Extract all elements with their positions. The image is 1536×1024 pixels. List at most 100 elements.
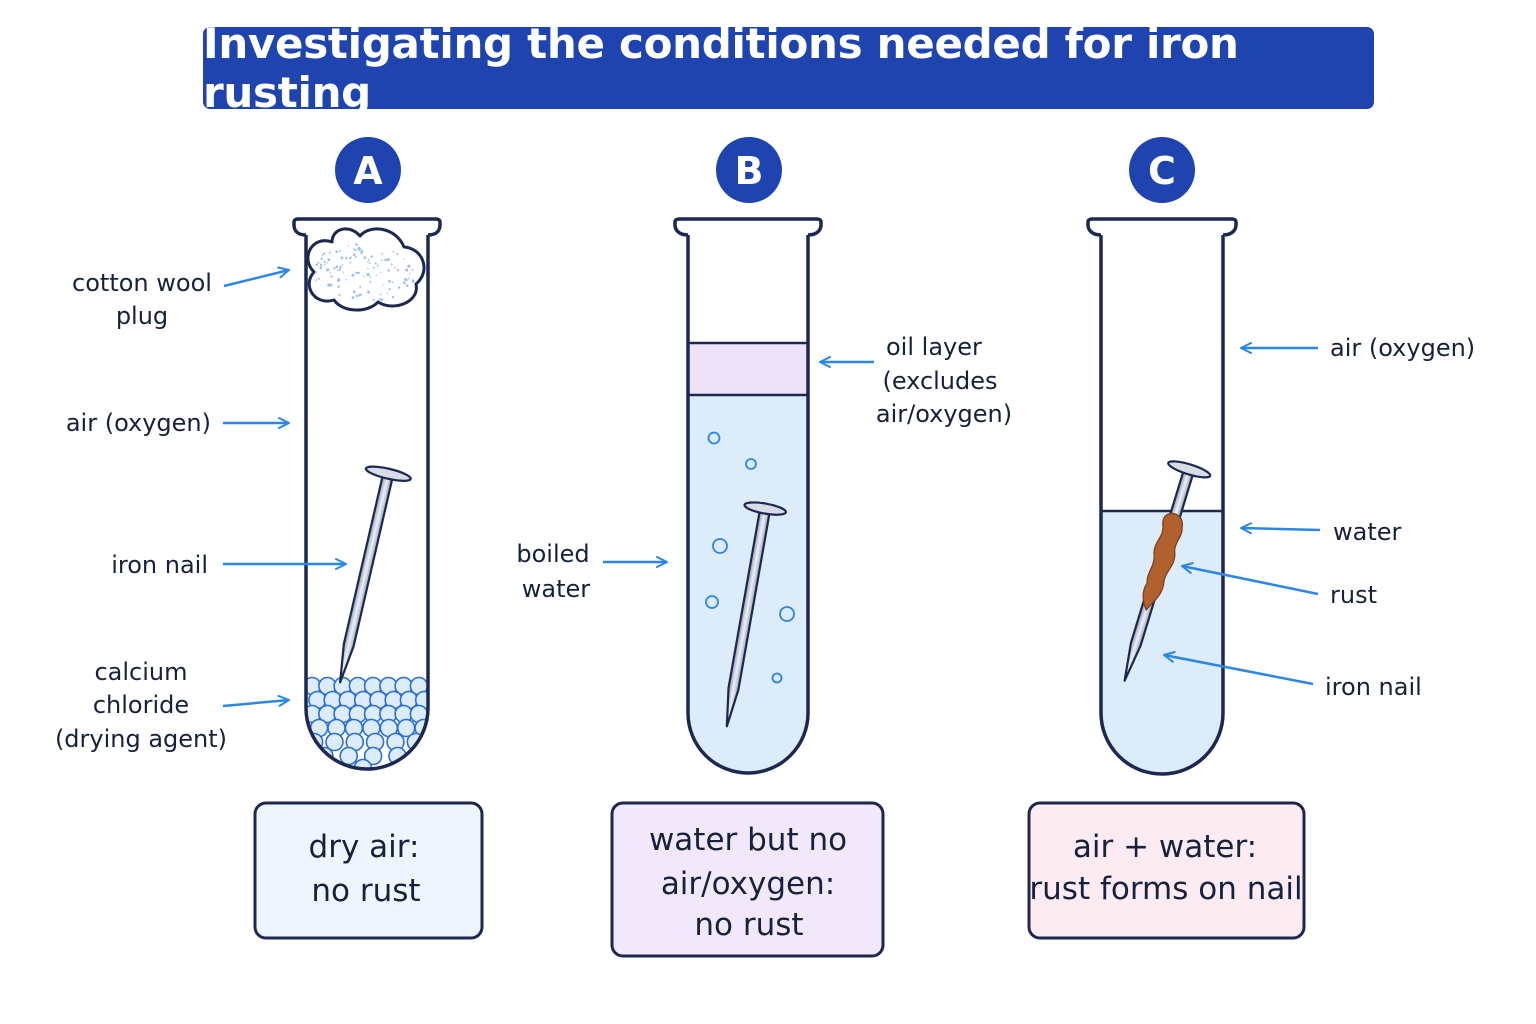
label-boiled-water-line2: water (522, 575, 591, 603)
label-water-c: water (1333, 518, 1402, 546)
bead (363, 746, 383, 766)
label-calcium-line3: (drying agent) (55, 725, 227, 753)
cotton-dot (403, 258, 405, 261)
cotton-dot (358, 293, 361, 297)
cotton-dot (345, 278, 348, 281)
cotton-dot (369, 276, 372, 278)
tube-a-contents (306, 676, 428, 769)
labels-b: oil layer (excludes air/oxygen) boiled w… (516, 333, 1012, 603)
cotton-dot (355, 294, 359, 298)
cotton-dot (380, 271, 382, 274)
cotton-dot (345, 256, 348, 260)
cotton-dot (324, 263, 326, 266)
arrow-cotton-wool (223, 266, 290, 288)
cotton-dot (335, 250, 338, 254)
cotton-dot (326, 268, 330, 272)
cotton-dot (369, 280, 372, 283)
iron-nail-b (725, 501, 788, 728)
label-rust: rust (1330, 581, 1377, 609)
cotton-dot (411, 279, 415, 283)
arrow-calcium-chloride (222, 694, 290, 708)
cotton-dot (366, 267, 369, 270)
conclusion-box-a: dry air: no rust (253, 801, 484, 940)
cotton-dot (357, 271, 360, 274)
cotton-dot (335, 265, 339, 269)
cotton-dot (411, 268, 414, 271)
cotton-dot (397, 269, 400, 272)
bead (325, 732, 344, 752)
cotton-dot (359, 285, 362, 288)
label-cotton-wool-line2: plug (116, 302, 168, 330)
cotton-dot (374, 262, 377, 265)
cotton-dot (349, 261, 352, 264)
iron-nail-a (339, 465, 412, 684)
cotton-dot (386, 292, 389, 295)
cotton-dot (370, 255, 374, 258)
cotton-dot (372, 299, 375, 301)
label-oil-line3: air/oxygen) (876, 400, 1012, 428)
rust-patch (1142, 512, 1183, 612)
cotton-dot (337, 278, 340, 282)
tube-b-outline (673, 217, 823, 775)
tube-c-letter: C (1148, 149, 1176, 193)
cotton-dot (327, 258, 331, 262)
cotton-dot (330, 275, 333, 278)
cotton-dot (347, 244, 350, 247)
cotton-dot (396, 253, 399, 256)
labels-a: cotton wool plug air (oxygen) iron nail … (55, 266, 347, 753)
cotton-dot (378, 298, 381, 301)
cotton-dot (342, 271, 345, 274)
cotton-dot (338, 268, 342, 271)
cotton-dot (348, 257, 351, 260)
tube-a-badge (335, 137, 401, 203)
cotton-dot (379, 293, 382, 296)
cotton-dot (315, 263, 318, 267)
cotton-dot (386, 257, 390, 262)
title-banner: Investigating the conditions needed for … (203, 19, 1374, 117)
cotton-dot (326, 262, 328, 264)
tube-c-badge (1129, 137, 1195, 203)
conclusion-c-line2: rust forms on nail (1029, 871, 1302, 907)
cotton-dot (319, 266, 323, 270)
cotton-dot (367, 259, 370, 262)
cotton-dot (329, 283, 333, 287)
cotton-dot (321, 253, 324, 256)
cotton-dot (388, 279, 391, 283)
conclusion-a-line1: dry air: (309, 829, 420, 865)
cotton-dot (355, 243, 358, 246)
label-calcium-line2: chloride (93, 691, 189, 719)
cotton-dot (354, 249, 357, 252)
cotton-dot (363, 275, 365, 278)
cotton-dot (327, 283, 331, 287)
cotton-dot (392, 295, 395, 299)
bead (339, 746, 359, 766)
cotton-dot (380, 259, 383, 262)
cotton-dot (367, 290, 371, 294)
cotton-dot (387, 269, 390, 272)
cotton-dot (375, 274, 377, 277)
cotton-dot (329, 271, 332, 274)
cotton-wool-plug (306, 227, 426, 312)
cotton-dot (381, 252, 384, 255)
cotton-dot (357, 247, 361, 251)
label-boiled-water-line1: boiled (516, 540, 589, 568)
conclusion-b-line2: air/oxygen: (661, 866, 835, 902)
cotton-dot (368, 262, 371, 265)
cotton-dot (408, 277, 410, 280)
cotton-dot (380, 298, 384, 302)
conclusion-b-line1: water but no (649, 822, 847, 858)
tube-b-badge (716, 137, 782, 203)
conclusion-c-line1: air + water: (1073, 829, 1257, 865)
cotton-dot (351, 296, 355, 299)
cotton-dot (409, 273, 411, 275)
label-air-c: air (oxygen) (1330, 334, 1475, 362)
cotton-dot (384, 258, 387, 262)
label-oil-line1: oil layer (886, 333, 982, 361)
cotton-dot (405, 284, 409, 287)
label-oil-line2: (excludes (882, 367, 997, 395)
arrow-water-c (1240, 522, 1321, 535)
conclusion-b-line3: no rust (694, 907, 803, 943)
cotton-dot (404, 278, 408, 282)
cotton-dot (376, 264, 379, 267)
